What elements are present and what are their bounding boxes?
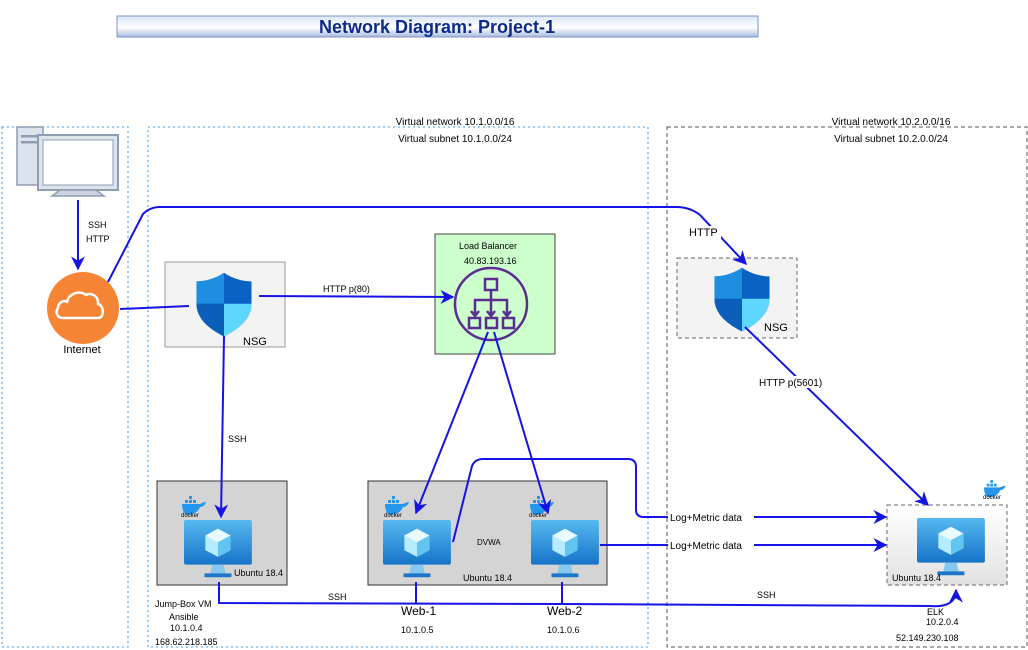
web2-docker-label: docker [529,513,547,519]
nsg2-to-elk-arrow [744,326,930,506]
internet-label: Internet [63,344,100,356]
elk-docker-label: docker [983,495,1001,501]
nsg1-to-lb-arrow [258,289,455,304]
lb-to-web1-arrow [414,331,489,515]
edge-log-metric-2: Log+Metric data [670,541,742,552]
nsg2-label: NSG [764,322,788,334]
jumpbox-private-ip: 10.1.0.4 [170,623,203,633]
jumpbox-os-label: Ubuntu 18.4 [234,568,283,578]
jumpbox-role-label: Ansible [169,612,199,622]
edge-http-label: HTTP [689,227,718,239]
jumpbox-public-ip: 168.62.218.185 [155,637,218,647]
jumpbox-name-label: Jump-Box VM [155,599,212,609]
title-bar [116,15,759,38]
web1-ip-label: 10.1.0.5 [401,625,434,635]
vnet1-subnet-label: Virtual subnet 10.1.0.0/24 [398,134,512,145]
internet-cloud-icon [47,272,119,344]
load-balancer-icon [453,266,529,342]
internet-to-nsg2-arrow [107,206,747,283]
jumpbox-ssh-arrow [218,582,963,608]
web-group-os-label: Ubuntu 18.4 [463,573,512,583]
elk-name-label: ELK [927,607,944,617]
lb-title: Load Balancer [459,241,517,251]
vnet1-network-label: Virtual network 10.1.0.0/16 [396,117,515,128]
client-http-label: HTTP [86,234,110,244]
dvwa-label: DVWA [477,538,501,547]
nsg1-label: NSG [243,336,267,348]
internet-to-nsg1-line [119,305,190,310]
client-computer-icon [16,126,119,197]
elk-private-ip: 10.2.0.4 [926,617,959,627]
web2-name-label: Web-2 [547,604,582,618]
elk-public-ip: 52.149.230.108 [896,633,959,643]
jumpbox-docker-label: docker [181,513,199,519]
edge-http-lb-label: HTTP p(80) [323,284,370,294]
web2-ip-label: 10.1.0.6 [547,625,580,635]
vnet2-network-label: Virtual network 10.2.0.0/16 [832,117,951,128]
vnet1-frame [147,126,649,648]
page-title: Network Diagram: Project-1 [319,17,555,37]
web1-name-label: Web-1 [401,604,436,618]
lb-ip: 40.83.193.16 [464,256,517,266]
vnet2-subnet-label: Virtual subnet 10.2.0.0/24 [834,134,948,145]
client-zone [1,126,129,648]
vnet2-frame [666,126,1028,648]
edge-log-metric-1: Log+Metric data [670,513,742,524]
client-ssh-label: SSH [88,220,107,230]
edge-ssh-bottom-left: SSH [328,592,347,602]
edge-ssh-bottom-right: SSH [757,590,776,600]
web1-docker-label: docker [384,513,402,519]
nsg1-to-jumpbox-arrow [214,335,229,519]
lb-to-web2-arrow [493,331,552,515]
edge-http-kibana-label: HTTP p(5601) [759,378,822,389]
elk-os-label: Ubuntu 18.4 [892,573,941,583]
edge-ssh-jumpbox-label: SSH [228,434,247,444]
web1-to-elk-data-arrow [452,458,888,543]
